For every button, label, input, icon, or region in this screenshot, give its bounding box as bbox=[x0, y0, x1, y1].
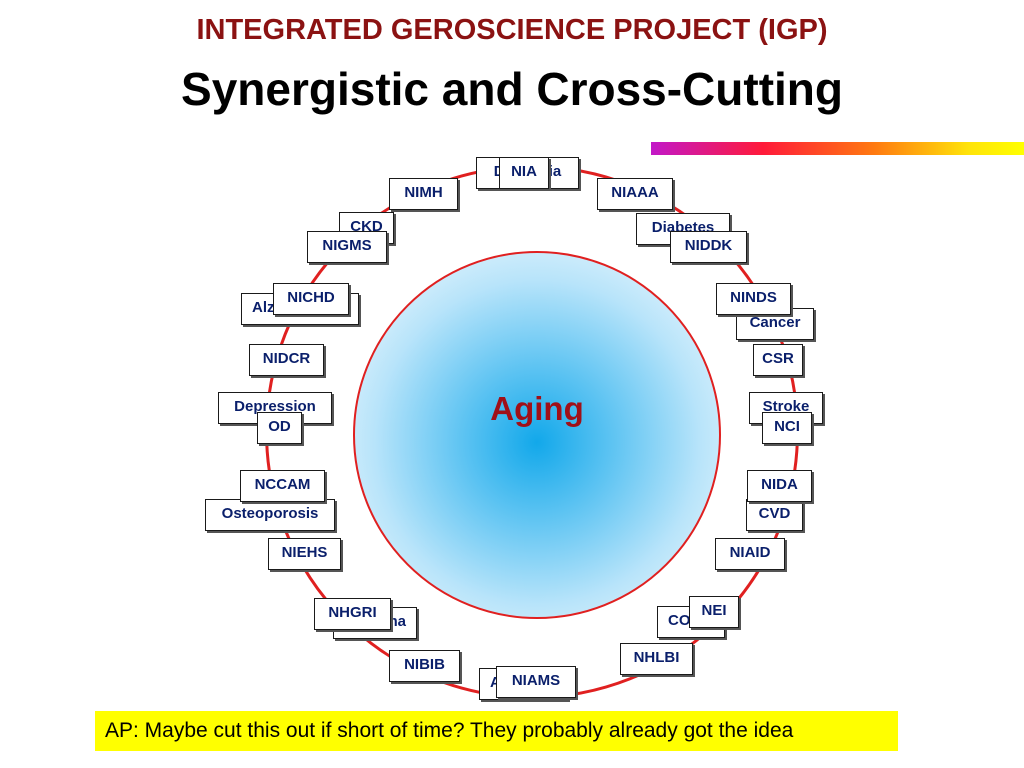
institute-box-od: OD bbox=[257, 412, 302, 444]
institute-box-nccam: NCCAM bbox=[240, 470, 325, 502]
slide-subtitle: Synergistic and Cross-Cutting bbox=[181, 63, 843, 115]
institute-box-nei: NEI bbox=[689, 596, 739, 628]
institute-box-nhlbi: NHLBI bbox=[620, 643, 693, 675]
institute-box-niaaa: NIAAA bbox=[597, 178, 673, 210]
institute-box-nidcr: NIDCR bbox=[249, 344, 324, 376]
disease-box-osteoporosis: Osteoporosis bbox=[205, 499, 335, 531]
aging-core-circle bbox=[353, 251, 721, 619]
institute-box-niddk: NIDDK bbox=[670, 231, 747, 263]
institute-box-nigms: NIGMS bbox=[307, 231, 387, 263]
institute-box-nichd: NICHD bbox=[273, 283, 349, 315]
institute-box-nida: NIDA bbox=[747, 470, 812, 502]
project-title: INTEGRATED GEROSCIENCE PROJECT (IGP) bbox=[196, 14, 828, 46]
institute-box-niehs: NIEHS bbox=[268, 538, 341, 570]
institute-box-nimh: NIMH bbox=[389, 178, 458, 210]
disease-box-cvd: CVD bbox=[746, 499, 803, 531]
disease-box-csr: CSR bbox=[753, 344, 803, 376]
institute-box-niams: NIAMS bbox=[496, 666, 576, 698]
institute-box-nibib: NIBIB bbox=[389, 650, 460, 682]
institute-box-nci: NCI bbox=[762, 412, 812, 444]
institute-box-nia: NIA bbox=[499, 157, 549, 189]
decorative-gradient-bar bbox=[651, 142, 1024, 155]
presenter-note: AP: Maybe cut this out if short of time?… bbox=[95, 711, 898, 751]
institute-box-nhgri: NHGRI bbox=[314, 598, 391, 630]
institute-box-ninds: NINDS bbox=[716, 283, 791, 315]
institute-box-niaid: NIAID bbox=[715, 538, 785, 570]
aging-label: Aging bbox=[490, 390, 584, 427]
